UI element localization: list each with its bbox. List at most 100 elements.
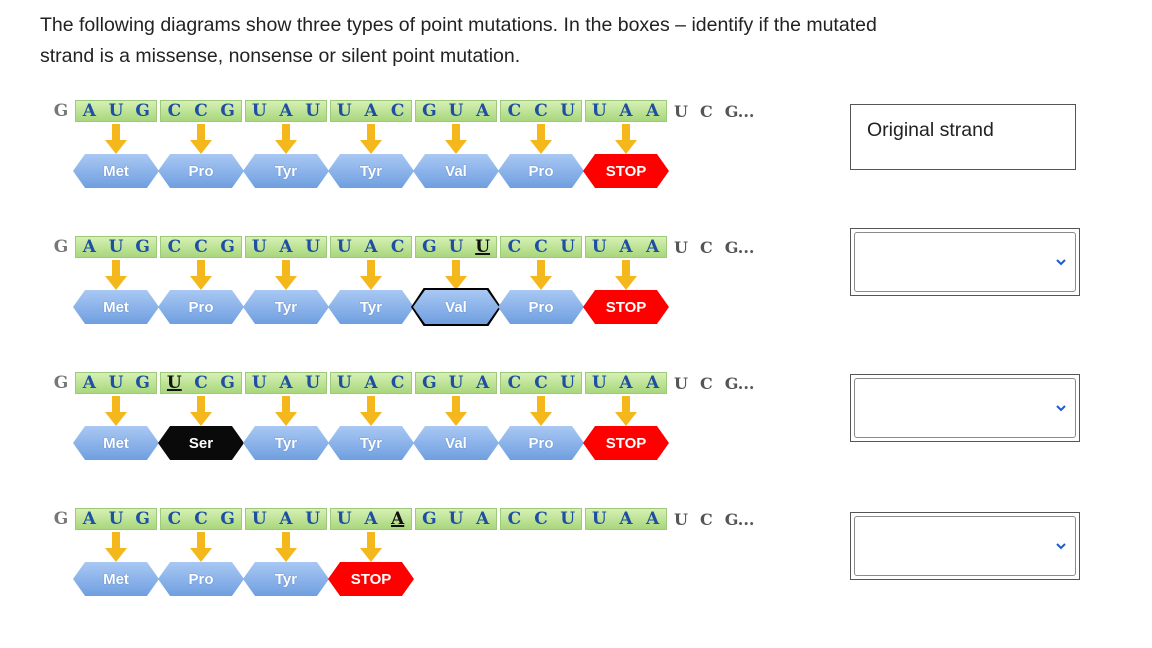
- base: A: [619, 373, 633, 393]
- instructions-line-1: The following diagrams show three types …: [40, 14, 877, 36]
- base: A: [619, 237, 633, 257]
- down-arrow-icon: [530, 124, 552, 154]
- down-arrow-icon: [615, 260, 637, 290]
- base: C: [167, 509, 182, 529]
- base: C: [390, 101, 405, 121]
- amino-acid-badge: Tyr: [328, 154, 414, 188]
- down-arrow-icon: [360, 532, 382, 562]
- down-arrow-icon: [360, 396, 382, 426]
- base: C: [194, 101, 208, 121]
- down-arrow-icon: [275, 532, 297, 562]
- base: G: [135, 373, 150, 393]
- base: G: [422, 101, 437, 121]
- mutated-base: U: [166, 373, 182, 393]
- amino-acid-badge: Tyr: [243, 562, 329, 596]
- trailing-base: G...: [724, 373, 755, 393]
- base: C: [390, 373, 405, 393]
- select-field[interactable]: [854, 516, 1076, 576]
- base: U: [251, 237, 267, 257]
- trailing-base: U: [674, 509, 688, 529]
- base: U: [336, 509, 352, 529]
- down-arrow-icon: [105, 124, 127, 154]
- down-arrow-icon: [190, 396, 212, 426]
- base: U: [591, 373, 607, 393]
- down-arrow-icon: [615, 396, 637, 426]
- stop-codon-badge: STOP: [583, 426, 669, 460]
- down-arrow-icon: [190, 532, 212, 562]
- base: G: [135, 101, 150, 121]
- down-arrow-icon: [530, 260, 552, 290]
- base: C: [390, 237, 405, 257]
- base: G: [220, 101, 235, 121]
- trailing-base: C: [699, 237, 713, 257]
- base: A: [364, 101, 378, 121]
- base: U: [448, 101, 464, 121]
- stop-codon-badge: STOP: [583, 154, 669, 188]
- base: A: [279, 237, 293, 257]
- down-arrow-icon: [445, 124, 467, 154]
- down-arrow-icon: [190, 124, 212, 154]
- original-strand-label: Original strand: [867, 119, 994, 141]
- base: C: [507, 101, 522, 121]
- base: U: [251, 373, 267, 393]
- down-arrow-icon: [615, 124, 637, 154]
- base: C: [507, 237, 522, 257]
- amino-acid-badge: Tyr: [243, 154, 329, 188]
- trailing-base: C: [699, 101, 713, 121]
- mutation-type-select-3[interactable]: [850, 512, 1080, 580]
- trailing-base: C: [699, 509, 713, 529]
- base: C: [194, 509, 208, 529]
- down-arrow-icon: [105, 396, 127, 426]
- amino-acid-badge: Tyr: [328, 290, 414, 324]
- base: A: [364, 509, 378, 529]
- mutation-type-select-1[interactable]: [850, 228, 1080, 296]
- mutated-base: A: [391, 509, 405, 529]
- down-arrow-icon: [275, 260, 297, 290]
- amino-acid-badge: Val: [413, 290, 499, 324]
- base: A: [646, 373, 660, 393]
- amino-acid-badge: Pro: [158, 290, 244, 324]
- mutated-base: U: [475, 237, 491, 257]
- amino-acid-badge: Val: [413, 426, 499, 460]
- base: U: [251, 101, 267, 121]
- base: G: [135, 509, 150, 529]
- select-field[interactable]: [854, 232, 1076, 292]
- chevron-down-icon: [1056, 543, 1066, 550]
- base: C: [534, 101, 548, 121]
- base: A: [619, 509, 633, 529]
- base: G: [135, 237, 150, 257]
- base: U: [448, 373, 464, 393]
- trailing-base: U: [674, 101, 688, 121]
- base: U: [108, 509, 124, 529]
- mutation-type-select-2[interactable]: [850, 374, 1080, 442]
- base: A: [279, 509, 293, 529]
- down-arrow-icon: [105, 532, 127, 562]
- amino-acid-badge: Met: [73, 154, 159, 188]
- down-arrow-icon: [275, 124, 297, 154]
- instructions: The following diagrams show three types …: [40, 10, 1060, 72]
- select-field[interactable]: [854, 378, 1076, 438]
- base: G: [220, 509, 235, 529]
- base: A: [646, 237, 660, 257]
- base: C: [194, 237, 208, 257]
- amino-acid-badge: Pro: [158, 562, 244, 596]
- base: U: [591, 237, 607, 257]
- trailing-base: U: [674, 373, 688, 393]
- base: U: [560, 101, 576, 121]
- amino-acid-badge: Pro: [158, 154, 244, 188]
- amino-acid-badge: Met: [73, 562, 159, 596]
